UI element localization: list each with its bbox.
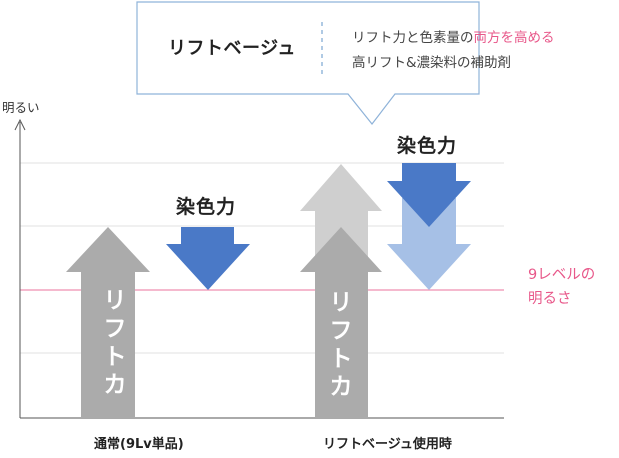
category-label-normal: 通常(9Lv単品) [94, 437, 184, 452]
level-label-line2: 明るさ [528, 291, 572, 307]
lift-label-char: リ [329, 290, 353, 316]
dye-arrow-beige-light [387, 198, 471, 290]
y-axis-label: 明るい [2, 100, 40, 115]
lift-label-char: フ [329, 318, 353, 344]
lift-arrow-beige [300, 227, 382, 418]
dye-arrow-beige [387, 163, 471, 227]
callout-line1-highlight: 両方を高める [473, 30, 555, 46]
lift-label-char: ト [329, 346, 353, 372]
dye-arrow-normal [166, 227, 250, 290]
lift-label-char: フ [103, 316, 127, 342]
lift-label-char: カ [329, 374, 353, 400]
callout-line1-text: リフト力と色素量の [352, 30, 474, 46]
callout-title: リフトベージュ [168, 38, 296, 59]
callout-line2: 高リフト&濃染料の補助剤 [352, 55, 512, 71]
lift-label-beige: リ フ ト カ [326, 289, 356, 401]
category-label-beige: リフトベージュ使用時 [323, 437, 452, 452]
callout-box [136, 1, 480, 125]
lift-arrow-normal [66, 227, 150, 418]
lift-label-char: カ [103, 372, 127, 398]
y-axis-arrow-icon [14, 118, 26, 131]
lift-label-char: リ [103, 288, 127, 314]
dye-label-normal: 染色力 [176, 196, 237, 218]
dye-label-beige: 染色力 [397, 135, 458, 157]
level-label-line1: 9レベルの [528, 267, 596, 283]
lift-label-normal: リ フ ト カ [100, 287, 130, 399]
callout-line1: リフト力と色素量の両方を高める [352, 26, 555, 46]
lift-label-char: ト [103, 344, 127, 370]
